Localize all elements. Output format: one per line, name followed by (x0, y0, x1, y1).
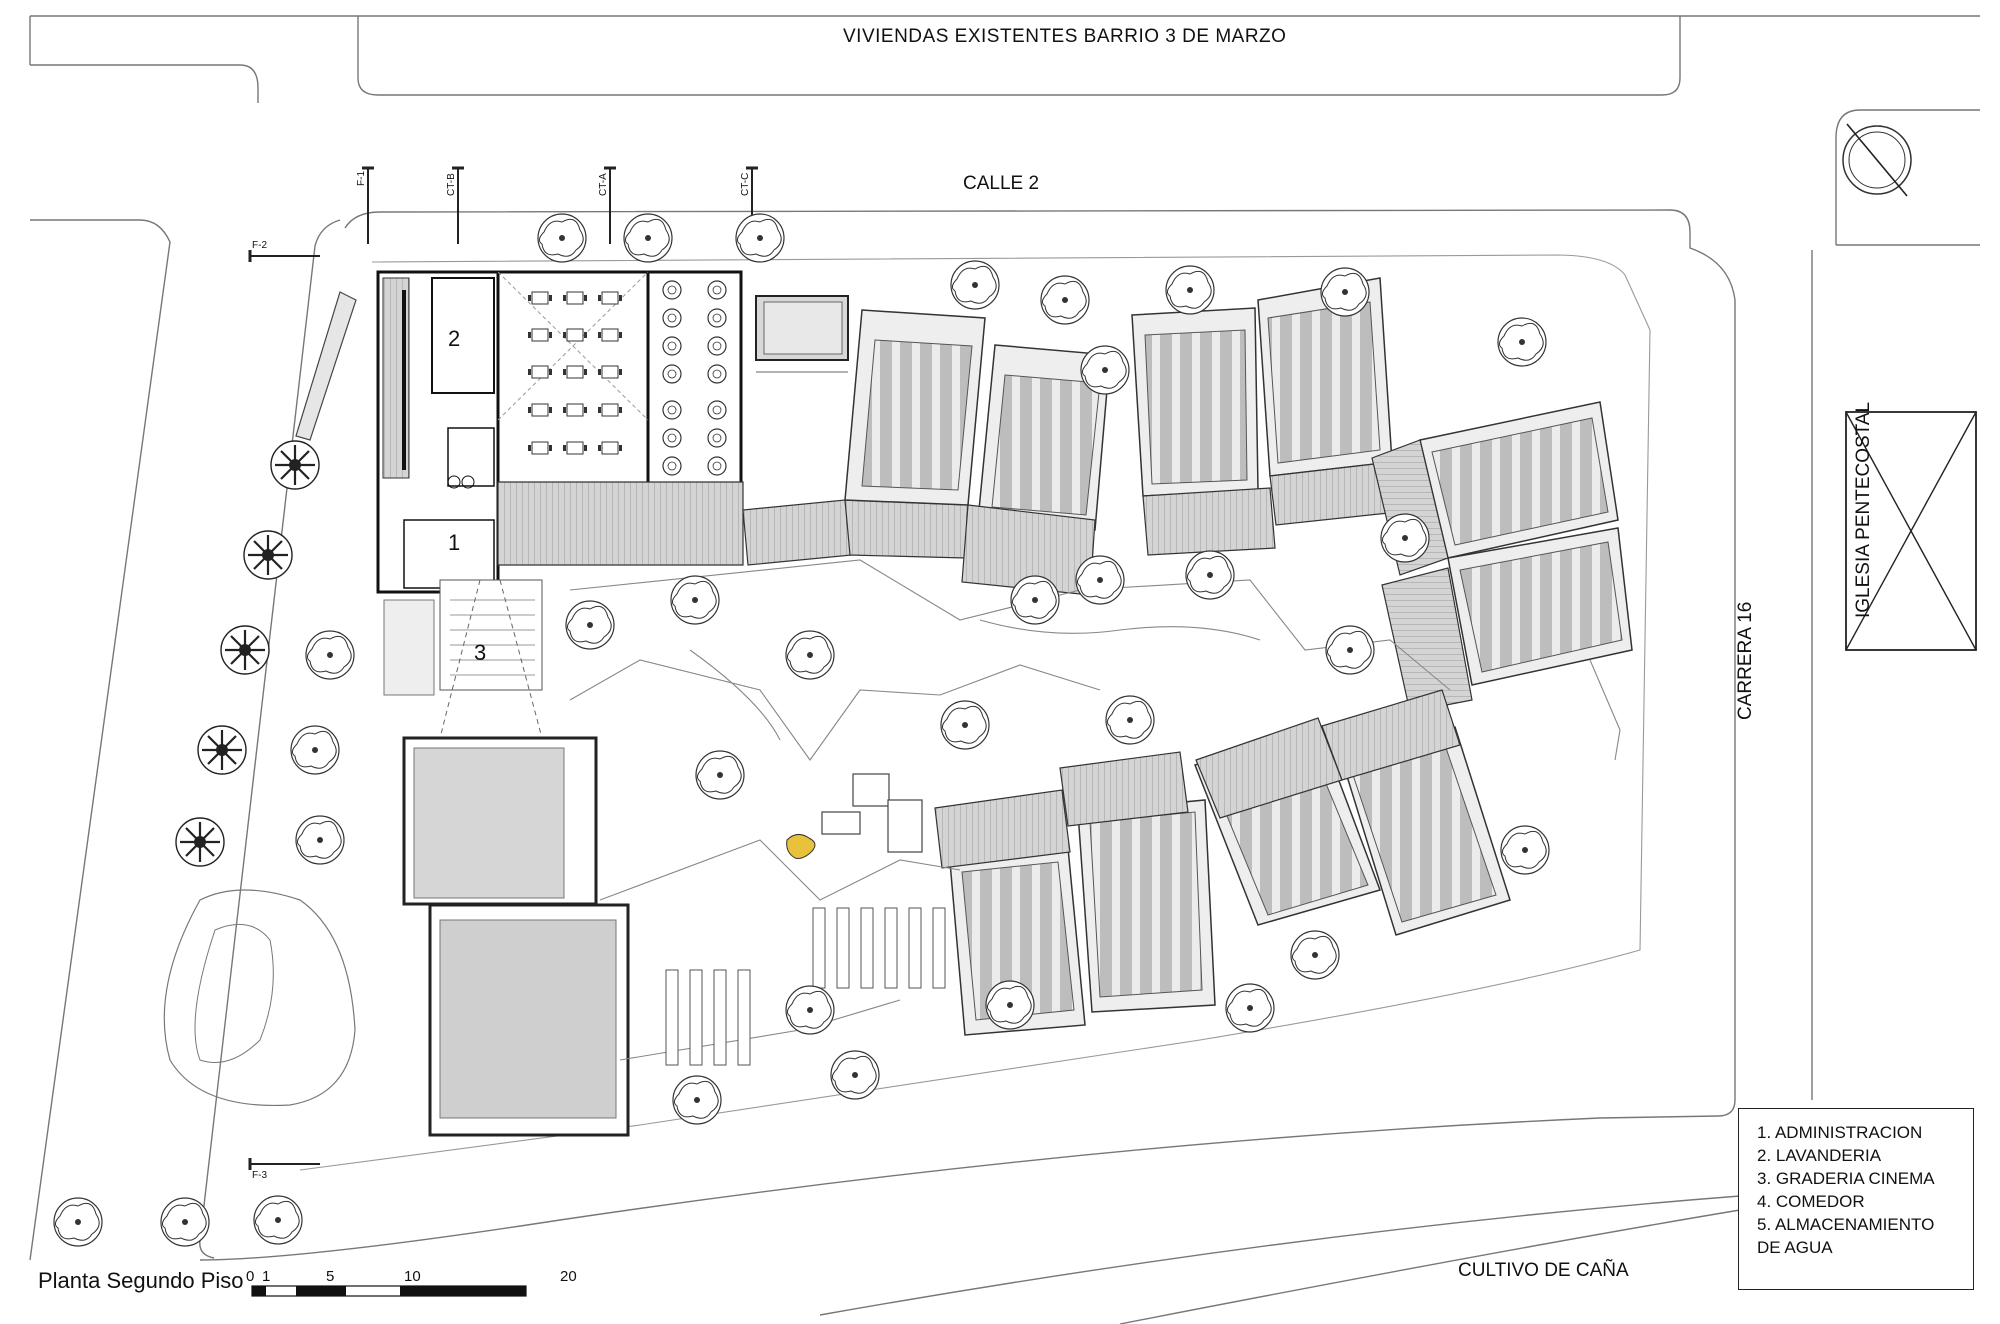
plan-title: Planta Segundo Piso (38, 1268, 244, 1293)
scale-label-1: 1 (262, 1268, 271, 1285)
covered-walkway (497, 481, 969, 566)
section-label-ctc: CT-C (740, 172, 751, 196)
legend-item: 5. ALMACENAMIENTO DE AGUA (1757, 1215, 1935, 1257)
scale-bar (251, 1285, 527, 1297)
section-label-ctb: CT-B (446, 173, 457, 196)
dorm-wing-5 (934, 751, 1216, 1036)
section-markers (248, 166, 758, 1170)
dorm-wing-2 (1131, 277, 1399, 556)
section-label-f2: F-2 (252, 240, 267, 251)
street-label-housing: VIVIENDAS EXISTENTES BARRIO 3 DE MARZO (843, 26, 1287, 47)
scale-label-5: 5 (326, 1268, 335, 1285)
legend-item: 1. ADMINISTRACION (1757, 1123, 1923, 1142)
legend-item: 4. COMEDOR (1757, 1192, 1865, 1211)
section-label-f1: F-1 (356, 171, 367, 186)
scale-label-0: 0 (246, 1268, 255, 1285)
street-label-calle: CALLE 2 (963, 173, 1040, 194)
scale-label-20: 20 (560, 1268, 577, 1285)
courtyard-paths (569, 559, 1621, 1061)
legend-box: 1. ADMINISTRACION 2. LAVANDERIA 3. GRADE… (1738, 1108, 1974, 1290)
pond (163, 889, 356, 1107)
admin-building (376, 270, 500, 594)
room-number-1: 1 (448, 530, 461, 555)
scale-label-10: 10 (404, 1268, 421, 1285)
church-label: IGLESIA PENTECOSTAL (1853, 401, 1874, 618)
street-label-carrera: CARRERA 16 (1735, 601, 1756, 720)
playground (786, 773, 923, 859)
dorm-wing-3 (1371, 401, 1633, 713)
site-boundary (199, 209, 1736, 1261)
section-label-cta: CT-A (598, 173, 609, 196)
north-arrow-icon (1842, 123, 1912, 197)
water-tank (755, 295, 849, 373)
legend-item: 2. LAVANDERIA (1757, 1146, 1882, 1165)
dorm-wing-4 (1194, 689, 1511, 936)
street-curbs (29, 15, 1980, 1324)
benches (665, 907, 946, 1066)
room-number-3: 3 (474, 640, 487, 665)
dorm-wing-1 (844, 309, 1111, 596)
legend-item: 3. GRADERIA CINEMA (1757, 1169, 1935, 1188)
room-number-2: 2 (448, 326, 461, 351)
church-building (1845, 411, 1977, 651)
section-label-f3: F-3 (252, 1170, 267, 1181)
cane-field-label: CULTIVO DE CAÑA (1458, 1260, 1629, 1281)
dining-hall (496, 270, 743, 512)
multipurpose-halls (402, 736, 630, 1137)
cinema-stands (383, 579, 543, 739)
ramp-diagonal (295, 291, 357, 441)
